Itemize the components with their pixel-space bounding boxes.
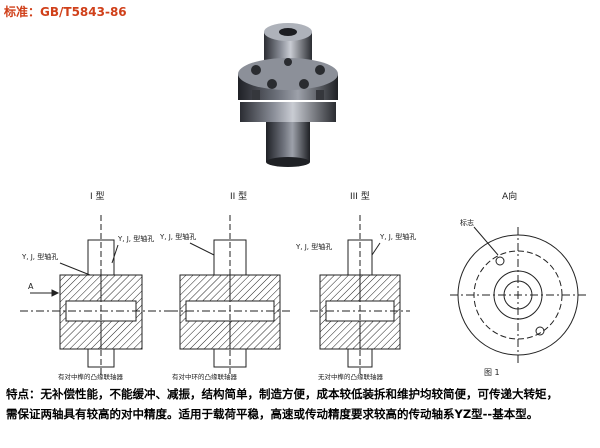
caption2: 有对中环的凸缘联轴器	[172, 372, 238, 381]
view-a: 标志 图 1	[450, 218, 586, 377]
type2-title: II 型	[230, 191, 247, 202]
label-axle-3b: Y, J, 型轴孔	[295, 242, 332, 251]
type3-section: Y, J, 型轴孔 Y, J, 型轴孔 无对中榫的凸缘联轴器	[295, 215, 416, 381]
caption1: 有对中榫的凸缘联轴器	[58, 372, 124, 381]
description-line-2: 需保证两轴具有较高的对中精度。适用于载荷平稳，高速或传动精度要求较高的传动轴系Y…	[6, 407, 539, 421]
label-axle-3: Y, J, 型轴孔	[379, 232, 416, 241]
label-axle-1b: Y, J, 型轴孔	[117, 234, 154, 243]
view-title: A向	[502, 190, 517, 202]
label-axle-2: Y, J, 型轴孔	[159, 232, 196, 241]
type2-section: Y, J, 型轴孔 有对中环的凸缘联轴器	[159, 215, 290, 381]
type1-title: I 型	[90, 191, 105, 202]
mark-label: 标志	[460, 218, 474, 227]
standard-label: 标准：GB/T5843-86	[4, 5, 127, 19]
type3-title: III 型	[350, 191, 370, 202]
coupling-photo	[238, 23, 338, 167]
type1-section: A Y, J, 型轴孔 Y, J, 型轴孔 有对中榫的凸缘联轴器	[20, 215, 175, 381]
description-line-1: 特点：无补偿性能，不能缓冲、减振，结构简单，制造方便，成本较低装拆和维护均较简便…	[6, 387, 558, 401]
label-axle-1: Y, J, 型轴孔	[21, 252, 58, 261]
arrow-a: A	[28, 282, 34, 291]
figure-label: 图 1	[484, 368, 500, 377]
technical-drawing: I 型 II 型 III 型 A向 A Y, J, 型轴孔 Y, J, 型轴孔 …	[20, 190, 586, 381]
description: 特点：无补偿性能，不能缓冲、减振，结构简单，制造方便，成本较低装拆和维护均较简便…	[6, 384, 596, 424]
caption3: 无对中榫的凸缘联轴器	[318, 372, 384, 381]
